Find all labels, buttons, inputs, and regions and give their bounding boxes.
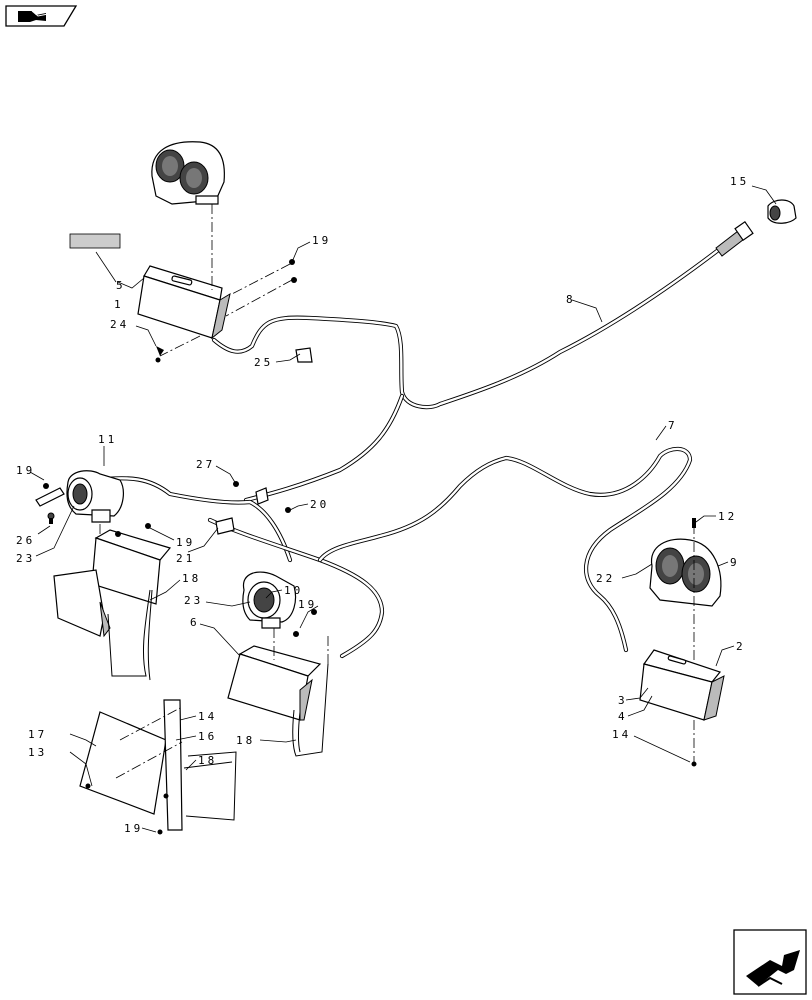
prev-page-button[interactable] (5, 5, 78, 27)
next-page-button[interactable] (733, 929, 807, 995)
callout-19: 19 (312, 234, 331, 247)
work-lamp-left (66, 470, 124, 523)
lamp-bracket-center (227, 645, 329, 757)
work-lamp-center (242, 571, 297, 629)
callout-18: 18 (182, 572, 201, 585)
work-lamp-top (151, 141, 225, 205)
callout-12: 12 (718, 510, 737, 523)
callout-14: 14 (198, 710, 217, 723)
callout-14: 14 (612, 728, 631, 741)
leader-lines (29, 185, 777, 833)
callout-15: 15 (730, 175, 749, 188)
callout-23: 23 (16, 552, 35, 565)
callout-25: 25 (254, 356, 273, 369)
callout-26: 26 (16, 534, 35, 547)
callout-9: 9 (730, 556, 740, 569)
harness-clip (295, 347, 313, 363)
callout-3: 3 (618, 694, 628, 707)
callout-19: 19 (16, 464, 35, 477)
callout-18: 18 (198, 754, 217, 767)
mounting-plate (79, 699, 237, 831)
harness-plug (715, 220, 754, 257)
callout-18: 18 (236, 734, 255, 747)
callout-23: 23 (184, 594, 203, 607)
callout-22: 22 (596, 572, 615, 585)
lamp-bracket-left (53, 529, 172, 681)
callout-20: 20 (310, 498, 329, 511)
callout-6: 6 (190, 616, 200, 629)
protective-cap (767, 199, 797, 224)
lamp-bracket-top (137, 265, 231, 340)
callout-1: 1 (114, 298, 124, 311)
callout-8: 8 (566, 293, 576, 306)
callout-11: 11 (98, 433, 117, 446)
callout-17: 17 (28, 728, 47, 741)
callout-19: 19 (298, 598, 317, 611)
callout-2: 2 (736, 640, 746, 653)
arrow-forward-icon (746, 950, 800, 987)
callout-21: 21 (176, 552, 195, 565)
callout-4: 4 (618, 710, 628, 723)
callout-5: 5 (116, 279, 126, 292)
arrow-back-icon (18, 10, 49, 22)
callout-19: 19 (176, 536, 195, 549)
work-lamp-right (649, 538, 722, 607)
callout-19: 19 (124, 822, 143, 835)
wire-harness (93, 235, 737, 659)
callout-7: 7 (668, 419, 678, 432)
callout-13: 13 (28, 746, 47, 759)
callout-24: 24 (110, 318, 129, 331)
callout-27: 27 (196, 458, 215, 471)
connector-left (35, 487, 65, 524)
decal (69, 233, 121, 249)
callout-16: 16 (198, 730, 217, 743)
callout-labels: 15 19 5 1 8 24 25 11 7 19 27 20 26 23 19… (16, 175, 749, 835)
lamp-bracket-right (639, 649, 725, 721)
callout-10: 10 (284, 584, 303, 597)
